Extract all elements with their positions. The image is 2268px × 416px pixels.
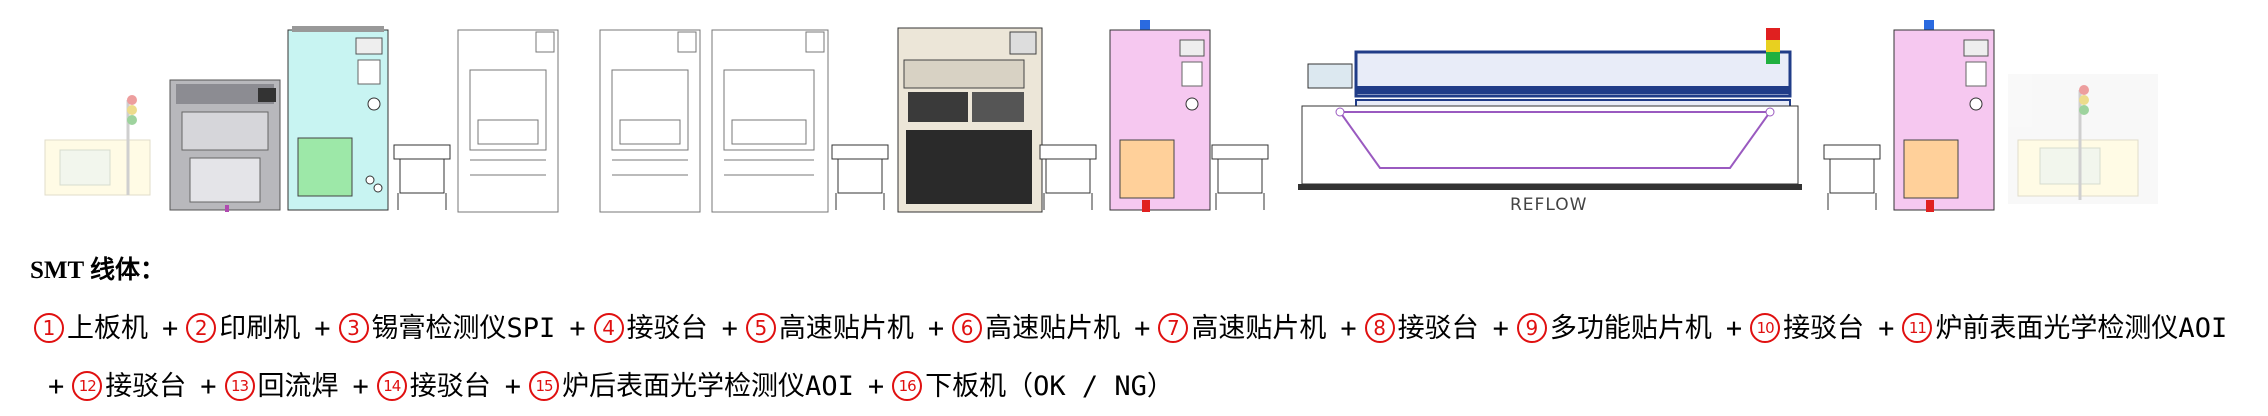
step-label: 多功能贴片机 [1549, 313, 1712, 344]
step-number: 7 [1158, 312, 1189, 343]
mounter-2 [599, 29, 701, 213]
reflow-label: REFLOW [1510, 195, 1587, 215]
step-number: 4 [593, 312, 624, 343]
step-number: 8 [1364, 312, 1395, 343]
step-number: 5 [745, 312, 776, 343]
separator: + [200, 371, 217, 402]
separator: + [48, 371, 65, 402]
step-number: 15 [529, 370, 560, 401]
separator: + [721, 313, 738, 344]
separator: + [314, 313, 331, 344]
separator: + [162, 313, 179, 344]
step-label: 炉后表面光学检测仪AOI [562, 371, 854, 402]
spi-machine [287, 26, 389, 211]
step-number: 10 [1750, 312, 1781, 343]
pre-reflow-aoi [1109, 20, 1211, 212]
step-label: 下板机（OK / NG） [925, 371, 1174, 402]
step-label: 高速贴片机 [1191, 313, 1327, 344]
step-label: 接驳台 [1783, 313, 1865, 344]
step-number: 14 [376, 370, 407, 401]
smt-line-illustration: REFLOW [44, 20, 2158, 215]
multifunction-mounter [897, 27, 1043, 213]
step-number: 12 [72, 370, 103, 401]
printer-machine [169, 79, 281, 212]
step-label: 接驳台 [409, 371, 491, 402]
step-number: 16 [892, 370, 923, 401]
step-label: 印刷机 [219, 313, 301, 344]
step-label: 高速贴片机 [985, 313, 1121, 344]
separator: + [1725, 313, 1743, 344]
step-label: 高速贴片机 [778, 313, 914, 344]
step-label: 上板机 [67, 313, 148, 344]
separator: + [569, 313, 586, 344]
step-label: 锡膏检测仪SPI [371, 313, 556, 344]
step-label: 炉前表面光学检测仪AOI [1935, 313, 2228, 344]
separator: + [1134, 313, 1151, 344]
conveyor-2 [831, 144, 889, 210]
unloader-machine [2008, 74, 2158, 204]
separator: + [867, 371, 885, 402]
step-number: 9 [1516, 312, 1547, 343]
step-label: 接驳台 [1397, 313, 1479, 344]
step-number: 2 [186, 312, 217, 343]
conveyor-5 [1823, 144, 1881, 210]
step-number: 13 [224, 370, 255, 401]
smt-line-heading: SMT 线体： [30, 257, 165, 284]
post-reflow-aoi [1893, 20, 1995, 212]
separator: + [1340, 313, 1357, 344]
separator: + [927, 313, 945, 344]
separator: + [1492, 313, 1509, 344]
step-number: 1 [34, 312, 64, 343]
step-label: 接驳台 [105, 371, 187, 402]
conveyor-3 [1039, 144, 1097, 210]
step-label: 回流焊 [257, 371, 339, 402]
step-number: 6 [952, 312, 983, 343]
mounter-3 [711, 29, 829, 213]
loader-machine [44, 95, 151, 196]
separator: + [1878, 313, 1895, 344]
separator: + [504, 371, 522, 402]
step-label: 接驳台 [626, 313, 708, 344]
conveyor-4 [1211, 144, 1269, 210]
conveyor-1 [393, 144, 451, 210]
mounter-1 [457, 29, 559, 213]
step-number: 3 [338, 312, 369, 343]
step-number: 11 [1902, 312, 1933, 343]
separator: + [352, 371, 369, 402]
reflow-oven: REFLOW [1298, 28, 1802, 215]
